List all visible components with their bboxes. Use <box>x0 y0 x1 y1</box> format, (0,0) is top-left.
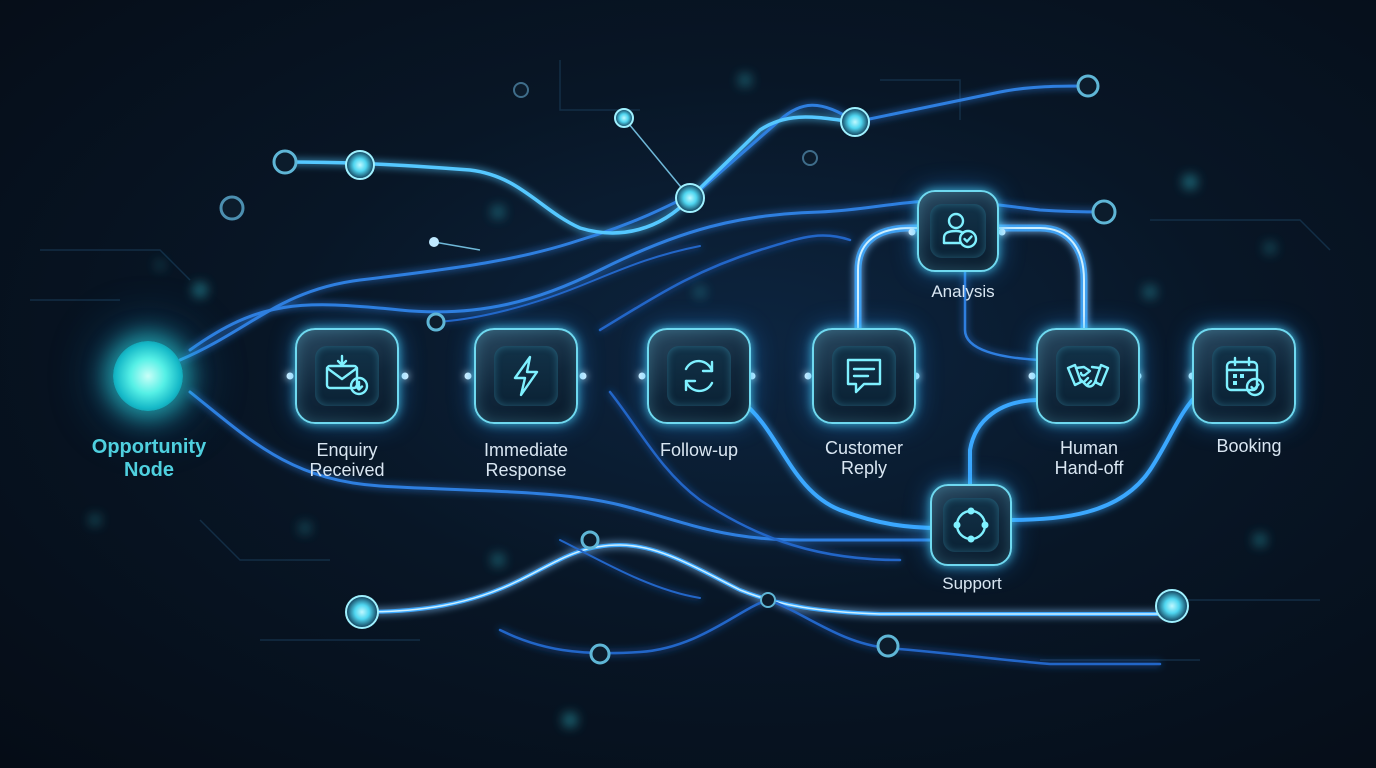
stage-immediate-response <box>474 328 578 424</box>
stage-booking-label: Booking <box>1216 436 1282 456</box>
opportunity-node-label: Opportunity Node <box>91 436 207 481</box>
branch-support-label: Support <box>942 574 1002 593</box>
branch-analysis <box>917 190 999 272</box>
calendar-check-icon <box>1225 356 1265 397</box>
stage-follow-up-label: Follow-up <box>659 440 739 460</box>
stage-human-hand-off-label: Human Hand-off <box>1054 438 1124 478</box>
stage-follow-up <box>647 328 751 424</box>
stage-customer-reply-label: Customer Reply <box>824 438 904 478</box>
branch-support <box>930 484 1012 566</box>
stage-enquiry-received-label: Enquiry Received <box>309 440 385 480</box>
stage-immediate-response-label: Immediate Response <box>483 440 569 480</box>
envelope-download-icon <box>325 354 369 396</box>
chat-bubble-icon <box>846 358 882 394</box>
network-circle-icon <box>953 507 989 543</box>
branch-analysis-label: Analysis <box>931 282 995 301</box>
stage-enquiry-received-icon-wrap <box>315 346 379 406</box>
stage-enquiry-received <box>295 328 399 424</box>
lightning-bolt-icon <box>513 355 539 397</box>
branch-support-icon-wrap <box>943 498 999 552</box>
stage-human-hand-off-icon-wrap <box>1056 346 1120 406</box>
stage-booking <box>1192 328 1296 424</box>
user-check-icon <box>942 212 978 249</box>
stage-immediate-response-icon-wrap <box>494 346 558 406</box>
handshake-icon <box>1066 363 1110 388</box>
stage-customer-reply <box>812 328 916 424</box>
stage-booking-icon-wrap <box>1212 346 1276 406</box>
opportunity-node <box>113 341 183 411</box>
branch-analysis-icon-wrap <box>930 204 986 258</box>
stage-customer-reply-icon-wrap <box>832 346 896 406</box>
stage-follow-up-icon-wrap <box>667 346 731 406</box>
refresh-cycle-icon <box>684 359 714 393</box>
stage-human-hand-off <box>1036 328 1140 424</box>
